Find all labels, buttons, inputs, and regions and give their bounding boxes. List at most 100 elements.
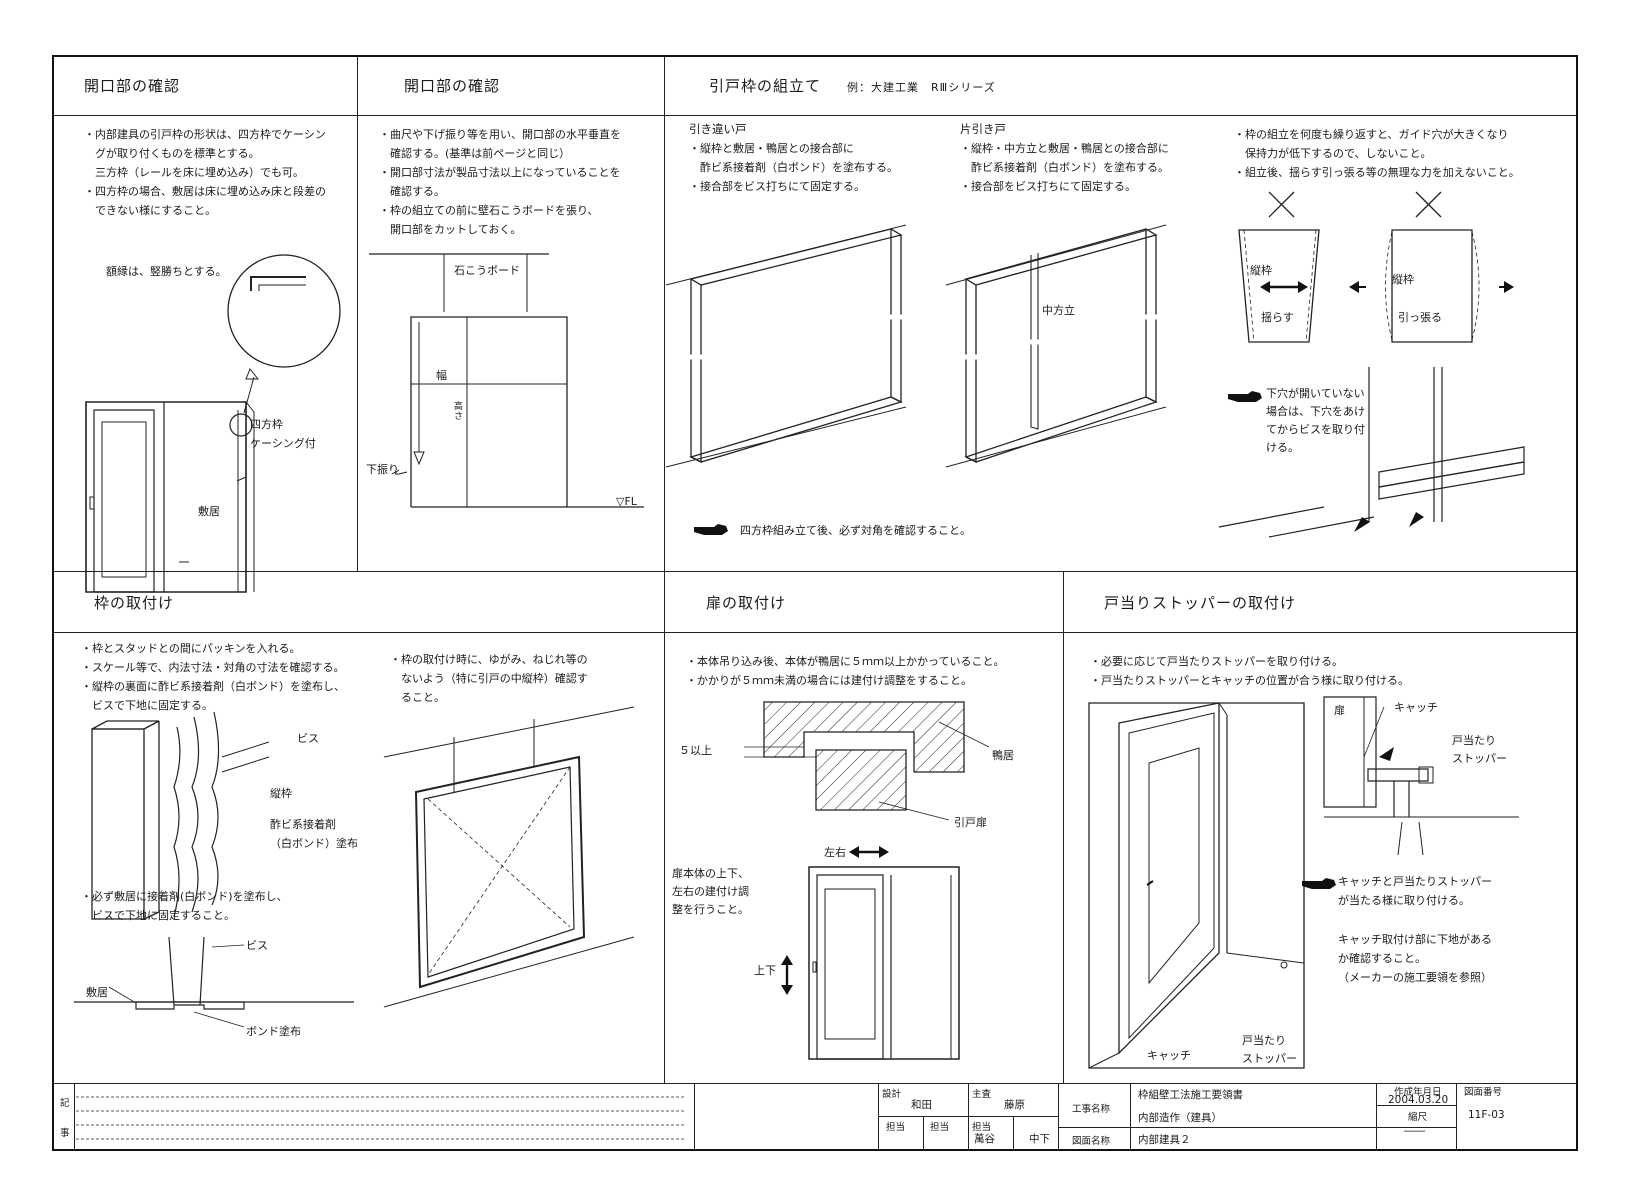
section8-door-perspective [1089,703,1309,1073]
section3-right-notes: ・縦枠・中方立と敷居・鴨居との接合部に 酢ビ系接着剤（白ボンド）を塗布する。・接… [960,142,1169,193]
tatewaku-label-1: 縦枠 [1250,264,1272,277]
section4-notes: ・枠の組立を何度も繰り返すと、ガイド穴が大きくなり 保持力が低下するので、しない… [1234,128,1520,179]
section8-note1: キャッチと戸当たりストッパーが当たる様に取り付ける。 [1338,875,1492,907]
catch-label-2: キャッチ [1147,1049,1191,1062]
tb-koji-value: 枠組壁工法施工要領書 [1138,1089,1243,1101]
section5-notes2: ・必ず敷居に接着剤(白ボンド)を塗布し、 ビスで下地に固定すること。 [81,890,288,922]
section1-notes: ・内部建具の引戸枠の形状は、四方枠でケーシン グが取り付くものを標準とする。 三… [84,128,326,217]
section2-title: 開口部の確認 [404,77,501,95]
yohowaku-label: 四方枠 [250,418,283,431]
section2-notes: ・曲尺や下げ振り等を用い、開口部の水平垂直を 確認する。(基準は前ページと同じ）… [379,128,621,236]
tatewaku-label-2: 縦枠 [1392,273,1414,286]
section3-frame-drawings [666,217,1226,517]
left-right-arrow-icon [849,846,889,858]
stopper-label-1: 戸当たりストッパー [1452,734,1507,765]
tb-divider [1058,1127,1456,1128]
section8-title: 戸当りストッパーの取付け [1104,594,1297,612]
titleblock-divider [54,1083,1576,1084]
fl-label: ▽FL [616,495,637,508]
hikichigai-head: 引き違い戸 [689,122,747,136]
tb-divider [1013,1116,1014,1149]
tobira-label: 扉 [1334,704,1345,717]
tb-ji: 事 [60,1128,70,1139]
tb-divider [878,1116,1058,1117]
bisu-label-1: ビス [297,732,319,745]
section1-door-drawing [54,254,341,567]
stopper-label-2: 戸当たりストッパー [1242,1034,1297,1065]
tb-zumen-value: 内部建具２ [1138,1134,1191,1146]
tatewaku-label-3: 縦枠 [270,787,292,800]
tb-tanto-name-1: 萬谷 [974,1133,995,1145]
tb-tanto-1: 担当 [886,1122,906,1133]
tb-scale-label: 縮尺 [1408,1112,1428,1123]
section4-caution-drawing [1204,192,1544,552]
col-divider-1 [357,57,358,571]
yurasu-label: 揺らす [1261,311,1294,324]
gojo-label: ５以上 [679,744,712,757]
row-divider [54,571,1576,572]
pointing-hand-icon [1302,878,1336,889]
nakahodate-label: 中方立 [1042,304,1075,317]
casing-label: ケーシング付 [250,437,316,450]
section8-notes: ・必要に応じて戸当たりストッパーを取り付ける。・戸当たりストッパーとキャッチの位… [1090,655,1409,687]
section5-title: 枠の取付け [94,594,175,612]
section7-title: 扉の取付け [706,594,787,612]
tb-shusa-name: 藤原 [1004,1099,1025,1111]
up-down-arrow-icon [781,955,793,995]
tb-divider [1456,1083,1457,1149]
jouge-label: 上下 [754,964,776,977]
board-label: 石こうボード [454,264,520,277]
haba-label: 幅 [436,369,447,382]
section3-subtitle: 例：大建工業 RⅢシリーズ [847,81,996,94]
section1-title: 開口部の確認 [84,77,181,95]
section5-notes: ・枠とスタッドとの間にパッキンを入れる。・スケール等で、内法寸法・対角の寸法を確… [81,642,345,712]
section7-notes: ・本体吊り込み後、本体が鴨居に５ｍｍ以上かかっていること。・かかりが５ｍｍ未満の… [686,655,1005,687]
section2-opening-drawing [359,252,659,542]
col-divider-3 [1063,571,1064,1083]
header-divider-top [54,115,1576,116]
sagefuri-label: 下振り [366,463,399,476]
tb-tanto-2: 担当 [930,1122,950,1133]
tb-date-value: 2004.03.20 [1388,1094,1449,1106]
section5-stud-drawing [74,717,364,927]
tb-zuban-value: 11F-03 [1468,1109,1505,1121]
drawing-sheet: 開口部の確認 ・内部建具の引戸枠の形状は、四方枠でケーシン グが取り付くものを標… [52,55,1578,1151]
shikii-label-1: 敷居 [198,505,220,518]
tb-divider [1376,1105,1456,1106]
catch-label-1: キャッチ [1394,701,1438,714]
tb-divider [1130,1083,1131,1149]
tb-divider [74,1083,75,1149]
tb-tanto-name-2: 中下 [1029,1133,1050,1145]
tb-divider [1058,1083,1059,1149]
bisu-label-2: ビス [246,939,268,952]
sayu-label: 左右 [824,846,846,859]
bond-label: 酢ビ系接着剤（白ボンド）塗布 [270,818,358,850]
pointing-hand-icon [1228,391,1262,402]
shitaana-note: 下穴が開いていない場合は、下穴をあけてからビスを取り付ける。 [1266,387,1365,454]
gakubuchi-label: 額縁は、竪勝ちとする。 [106,265,227,278]
section6-notes: ・枠の取付け時に、ゆがみ、ねじれ等の ないよう（特に引戸の中縦枠）確認す ること… [390,653,588,704]
tb-sekkei-label: 設計 [882,1089,902,1100]
section8-stopper-detail [1324,697,1524,857]
tb-zumen-label: 図面名称 [1072,1136,1111,1147]
tb-koji-sub: 内部造作（建具） [1138,1112,1222,1124]
tb-date-label: 作成年月日 [1394,1087,1442,1098]
tb-tanto-3: 担当 [972,1122,992,1133]
section8-note2: キャッチ取付け部に下地があるか確認すること。（メーカーの施工要領を参照） [1338,933,1492,984]
tb-divider [1376,1083,1377,1149]
header-divider-bottom [54,632,1576,633]
section5-sill-drawing [74,927,364,1047]
section7-lintel-drawing [744,702,1044,822]
section3-left-notes: ・縦枠と敷居・鴨居との接合部に 酢ビ系接着剤（白ボンド）を塗布する。・接合部をビ… [689,142,898,193]
tb-sekkei-name: 和田 [911,1099,932,1111]
tb-shusa-label: 主査 [972,1089,992,1100]
tb-ki: 記 [60,1098,70,1109]
section3-check-note: 四方枠組み立て後、必ず対角を確認すること。 [740,524,971,537]
hipparu-label: 引っ張る [1398,311,1442,324]
tb-divider [923,1116,924,1149]
shikii-label-2: 敷居 [86,986,108,999]
katabiki-head: 片引き戸 [960,122,1006,136]
pointing-hand-icon [694,524,728,535]
tb-zuban-label: 図面番号 [1464,1087,1503,1098]
takasa-label: 高さ [454,402,464,422]
